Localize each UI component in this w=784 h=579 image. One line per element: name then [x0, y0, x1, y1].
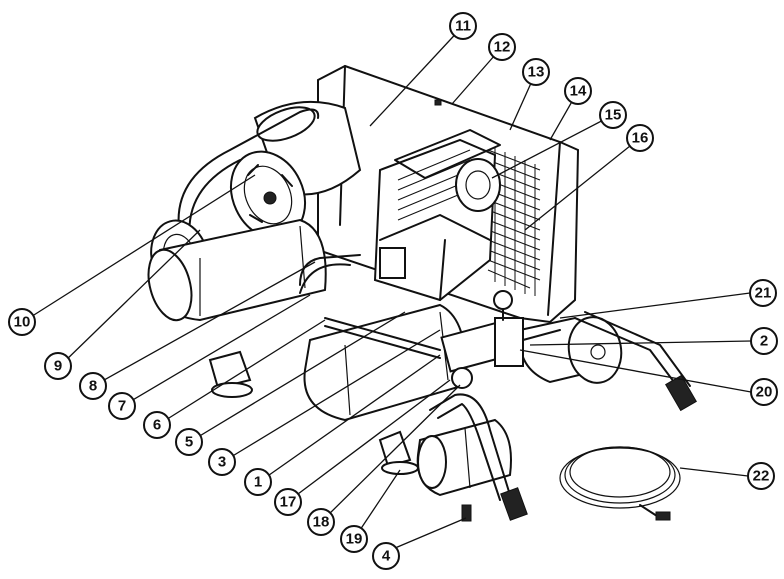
callout-6: 6 — [143, 411, 171, 439]
upper-tank — [147, 218, 327, 322]
compressor-drawing — [147, 64, 697, 522]
regulator-assembly — [440, 290, 561, 389]
svg-text:18: 18 — [313, 514, 330, 531]
svg-text:1: 1 — [254, 474, 262, 491]
cooling-grille — [487, 148, 541, 296]
svg-text:4: 4 — [382, 548, 391, 565]
svg-text:22: 22 — [753, 468, 770, 485]
svg-text:10: 10 — [14, 314, 31, 331]
svg-text:13: 13 — [528, 64, 545, 81]
svg-text:21: 21 — [755, 285, 772, 302]
callout-12: 12 — [488, 33, 516, 61]
svg-text:2: 2 — [760, 333, 768, 350]
svg-text:7: 7 — [118, 398, 126, 415]
drain-valve — [461, 504, 472, 522]
svg-text:12: 12 — [494, 39, 511, 56]
svg-text:8: 8 — [89, 378, 97, 395]
svg-text:17: 17 — [280, 494, 297, 511]
svg-text:14: 14 — [570, 83, 587, 100]
callout-8: 8 — [79, 372, 107, 400]
callout-22: 22 — [747, 462, 775, 490]
svg-text:9: 9 — [54, 358, 62, 375]
svg-text:5: 5 — [185, 434, 193, 451]
callout-10: 10 — [8, 308, 36, 336]
callout-1: 1 — [244, 468, 272, 496]
svg-text:15: 15 — [605, 107, 622, 124]
rubber-feet — [208, 350, 419, 475]
callout-16: 16 — [626, 124, 654, 152]
callout-9: 9 — [44, 352, 72, 380]
coiled-air-hose — [559, 446, 681, 521]
callout-4: 4 — [372, 542, 400, 570]
svg-text:3: 3 — [218, 454, 226, 471]
callout-15: 15 — [599, 101, 627, 129]
callout-13: 13 — [522, 58, 550, 86]
callout-3: 3 — [208, 448, 236, 476]
electric-motor — [230, 100, 362, 240]
callout-20: 20 — [750, 378, 778, 406]
svg-text:20: 20 — [756, 384, 773, 401]
svg-text:11: 11 — [455, 18, 471, 35]
leader-lines — [25, 25, 752, 552]
callout-19: 19 — [340, 525, 368, 553]
callout-5: 5 — [175, 428, 203, 456]
svg-text:6: 6 — [153, 417, 161, 434]
svg-text:16: 16 — [632, 130, 649, 147]
callout-17: 17 — [274, 488, 302, 516]
callout-18: 18 — [307, 508, 335, 536]
compressor-pump — [373, 129, 501, 302]
svg-text:19: 19 — [346, 531, 363, 548]
callout-2: 2 — [750, 327, 778, 355]
callout-21: 21 — [749, 279, 777, 307]
callout-11: 11 — [449, 12, 477, 40]
callout-7: 7 — [108, 392, 136, 420]
callout-14: 14 — [564, 77, 592, 105]
front-small-tank — [416, 418, 512, 497]
